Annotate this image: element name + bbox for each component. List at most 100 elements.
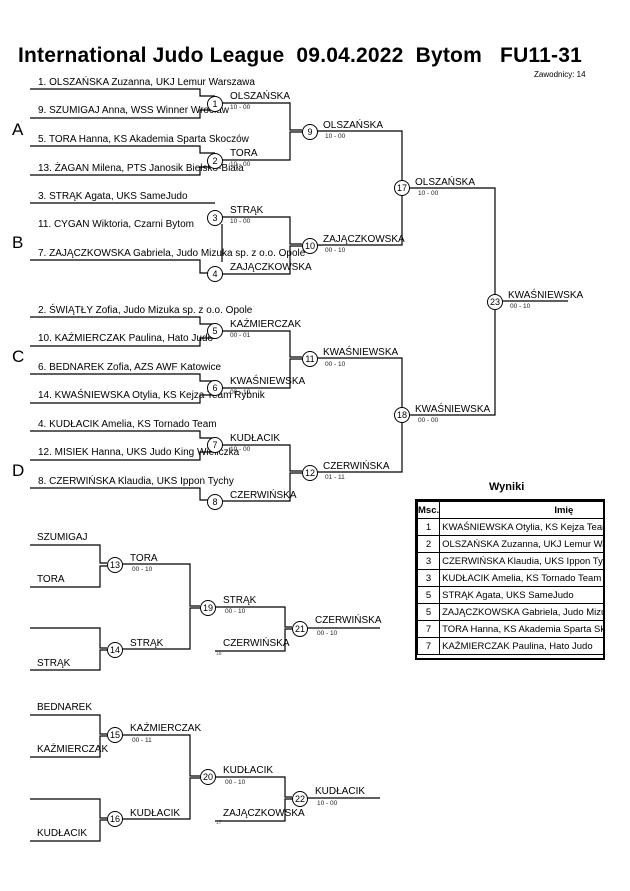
rep-score: 00 - 10 (225, 608, 246, 615)
rep-opponent: CZERWIŃSKA (223, 638, 290, 649)
entry: 6. BEDNAREK Zofia, AZS AWF Katowice (38, 362, 222, 373)
results-name: CZERWIŃSKA Klaudia, UKS Ippon Tychy (439, 552, 603, 570)
match-score: 10 - 00 (230, 446, 251, 453)
match-score: 10 - 00 (230, 104, 251, 111)
match-number: 13 (107, 557, 123, 573)
rep-winner: KAŹMIERCZAK (130, 723, 202, 734)
match-score: 00 - 10 (230, 389, 251, 396)
group-label-b: B (12, 233, 24, 252)
match-number: 1 (207, 96, 223, 112)
results-title: Wyniki (489, 481, 525, 493)
entry: 9. SZUMIGAJ Anna, WSS Winner Wrocław (38, 105, 229, 116)
results-place: 7 (417, 620, 441, 638)
match-number: 8 (207, 494, 223, 510)
match-number: 21 (292, 621, 308, 637)
match-winner: TORA (230, 148, 258, 159)
match-winner: ZAJĄCZKOWSKA (230, 262, 312, 273)
rep-note: 18 (216, 651, 222, 657)
match-score: 10 - 00 (230, 161, 251, 168)
group-label-d: D (12, 461, 25, 480)
results-header-place: Msc. (417, 501, 441, 519)
rep-winner: STRĄK (223, 595, 257, 606)
results-place: 7 (417, 637, 441, 655)
results-header-name: Imię (439, 501, 603, 519)
match-winner: KAŹMIERCZAK (230, 319, 302, 330)
match-number: 5 (207, 323, 223, 339)
match-score: 10 - 00 (418, 190, 439, 197)
match-winner: CZERWIŃSKA (230, 490, 297, 501)
rep-winner: KUDŁACIK (315, 786, 366, 797)
rep-note: 17 (216, 820, 222, 826)
rep-entry: STRĄK (37, 658, 71, 669)
entry: 5. TORA Hanna, KS Akademia Sparta Skoczó… (38, 134, 249, 145)
match-winner: KWAŚNIEWSKA (230, 376, 306, 387)
match-winner: KWAŚNIEWSKA (415, 404, 491, 415)
match-number: 22 (292, 791, 308, 807)
results-place: 3 (417, 552, 441, 570)
rep-opponent: ZAJĄCZKOWSKA (223, 808, 305, 819)
match-number: 16 (107, 811, 123, 827)
match-winner: KWAŚNIEWSKA (323, 347, 399, 358)
match-number: 7 (207, 437, 223, 453)
entry: 10. KAŹMIERCZAK Paulina, Hato Judo (38, 333, 214, 344)
match-score: 00 - 00 (418, 417, 439, 424)
entry: 12. MISIEK Hanna, UKS Judo King Wieliczk… (38, 447, 240, 458)
match-winner: OLSZAŃSKA (323, 120, 384, 131)
entry: 4. KUDŁACIK Amelia, KS Tornado Team (38, 419, 217, 430)
rep-entry: BEDNAREK (37, 702, 93, 713)
group-label-c: C (12, 347, 25, 366)
match-winner: STRĄK (230, 205, 264, 216)
entry: 2. ŚWIĄTŁY Zofia, Judo Mizuka sp. z o.o.… (38, 305, 253, 316)
match-number: 12 (302, 465, 318, 481)
match-number: 10 (302, 238, 318, 254)
rep-score: 00 - 11 (132, 737, 152, 744)
rep-entry: KUDŁACIK (37, 828, 88, 839)
entry: 7. ZAJĄCZKOWSKA Gabriela, Judo Mizuka sp… (38, 248, 306, 259)
results-name: KUDŁACIK Amelia, KS Tornado Team (439, 569, 603, 587)
rep-entry: TORA (37, 574, 65, 585)
rep-entry: SZUMIGAJ (37, 532, 88, 543)
match-number: 6 (207, 380, 223, 396)
entry: 1. OLSZAŃSKA Zuzanna, UKJ Lemur Warszawa (38, 77, 255, 88)
results-place: 1 (417, 518, 441, 536)
results-place: 2 (417, 535, 441, 553)
match-score: 00 - 10 (325, 247, 346, 254)
rep-entry: KAŹMIERCZAK (37, 744, 109, 755)
entry: 14. KWAŚNIEWSKA Otylia, KS Kejza Team Ry… (38, 390, 265, 401)
results-place: 3 (417, 569, 441, 587)
rep-winner: KUDŁACIK (223, 765, 274, 776)
match-number: 19 (200, 600, 216, 616)
results-name: KAŹMIERCZAK Paulina, Hato Judo (439, 637, 603, 655)
match-number: 14 (107, 642, 123, 658)
match-winner: OLSZAŃSKA (415, 177, 476, 188)
match-winner: ZAJĄCZKOWSKA (323, 234, 405, 245)
results-place: 5 (417, 603, 441, 621)
match-score: 00 - 01 (230, 332, 251, 339)
match-number: 15 (107, 727, 123, 743)
page-title: International Judo League 09.04.2022 Byt… (18, 44, 582, 67)
match-winner: CZERWIŃSKA (323, 461, 390, 472)
rep-winner: STRĄK (130, 638, 164, 649)
match-score: 01 - 11 (325, 474, 345, 481)
rep-winner: KUDŁACIK (130, 808, 181, 819)
match-number: 11 (302, 351, 318, 367)
match-number: 17 (394, 180, 410, 196)
match-number: 2 (207, 153, 223, 169)
rep-score: 00 - 10 (225, 779, 246, 786)
match-number: 23 (487, 294, 503, 310)
entry: 8. CZERWIŃSKA Klaudia, UKS Ippon Tychy (38, 476, 234, 487)
competitor-count: Zawodnicy: 14 (534, 70, 586, 79)
rep-score: 00 - 10 (317, 630, 338, 637)
rep-winner: TORA (130, 553, 158, 564)
rep-winner: CZERWIŃSKA (315, 615, 382, 626)
results-name: KWAŚNIEWSKA Otylia, KS Kejza Team Rybnik (439, 518, 603, 536)
match-number: 3 (207, 210, 223, 226)
